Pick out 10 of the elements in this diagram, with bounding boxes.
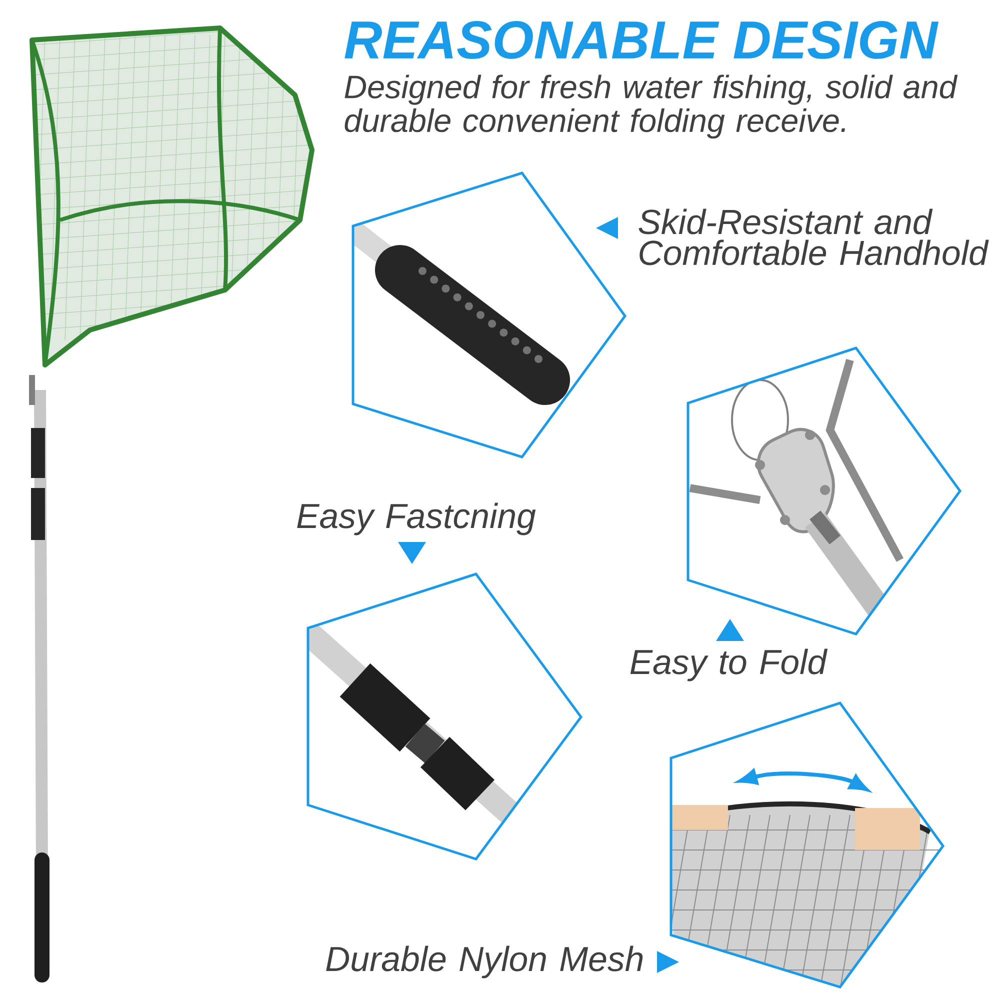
pentagon-photo-frame (686, 346, 962, 636)
feature-caption: Durable Nylon Mesh (326, 946, 643, 978)
pentagon-photo-frame (352, 172, 627, 458)
pentagon-photo-frame (670, 702, 945, 988)
feature-caption: Easy to Fold (630, 648, 828, 682)
feature-caption: Easy Fastcning (297, 502, 536, 536)
feature-caption: Skid-Resistant and Comfortable Handhold (638, 208, 989, 266)
description: Designed for fresh water fishing, solid and durable convenient folding receive. (344, 74, 958, 139)
heading: REASONABLE DESIGN (344, 21, 939, 59)
pentagon-photo-frame (306, 572, 583, 860)
